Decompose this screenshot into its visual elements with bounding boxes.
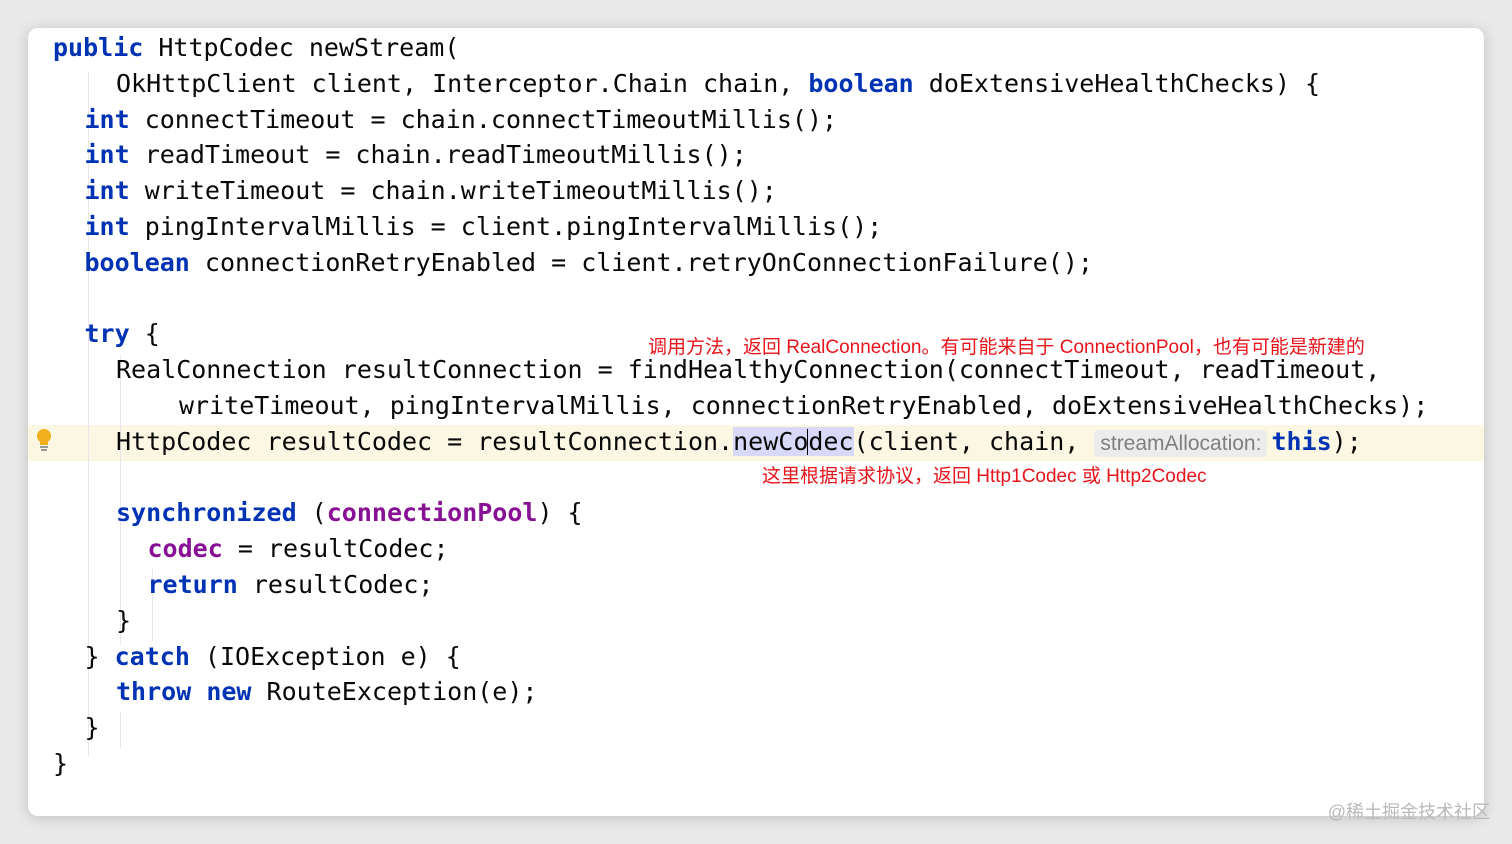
code-token: ) {: [537, 498, 583, 528]
keyword-token: this: [1271, 426, 1332, 456]
selected-token: newCo: [733, 426, 809, 456]
code-window: public HttpCodec newStream(OkHttpClient …: [28, 28, 1484, 816]
code-token: [191, 677, 206, 706]
code-token: );: [1331, 426, 1362, 456]
code-token: connectionRetryEnabled = client.retryOnC…: [189, 247, 1093, 277]
keyword-token: int: [84, 212, 130, 241]
field-token: codec: [147, 534, 223, 564]
code-line[interactable]: public HttpCodec newStream(: [53, 30, 459, 66]
code-line[interactable]: return resultCodec;: [148, 567, 434, 603]
code-token: (IOException e) {: [189, 641, 461, 671]
code-line[interactable]: }: [53, 746, 68, 782]
code-line[interactable]: OkHttpClient client, Interceptor.Chain c…: [116, 66, 1320, 102]
keyword-token: throw: [116, 677, 192, 707]
keyword-token: try: [84, 319, 130, 349]
keyword-token: synchronized: [116, 498, 297, 528]
code-token: (client, chain,: [853, 426, 1095, 456]
indent-guide: [120, 712, 121, 748]
code-token: resultCodec;: [237, 570, 434, 599]
code-token: }: [84, 713, 100, 743]
keyword-token: int: [84, 140, 130, 170]
keyword-token: catch: [114, 641, 190, 671]
selected-token: dec: [808, 426, 854, 456]
watermark: @稀土掘金技术社区: [1327, 802, 1490, 822]
code-line[interactable]: writeTimeout, pingIntervalMillis, connec…: [179, 388, 1428, 424]
keyword-token: new: [206, 677, 252, 707]
code-token: RealConnection resultConnection = findHe…: [116, 355, 1381, 385]
field-token: connectionPool: [326, 498, 538, 528]
code-editor[interactable]: public HttpCodec newStream(OkHttpClient …: [28, 28, 1484, 816]
code-line[interactable]: int readTimeout = chain.readTimeoutMilli…: [85, 137, 747, 173]
code-line[interactable]: HttpCodec resultCodec = resultConnection…: [116, 424, 1362, 460]
code-line[interactable]: RealConnection resultConnection = findHe…: [116, 352, 1380, 388]
code-token: pingIntervalMillis = client.pingInterval…: [129, 212, 883, 241]
keyword-token: boolean: [84, 247, 190, 277]
code-line[interactable]: } catch (IOException e) {: [85, 639, 461, 675]
code-token: {: [129, 319, 160, 349]
code-token: OkHttpClient client, Interceptor.Chain c…: [116, 68, 809, 98]
code-token: readTimeout = chain.readTimeoutMillis();: [129, 140, 747, 170]
code-line[interactable]: throw new RouteException(e);: [116, 674, 537, 710]
code-line[interactable]: int writeTimeout = chain.writeTimeoutMil…: [85, 173, 777, 209]
annotation-codec: 这里根据请求协议，返回 Http1Codec 或 Http2Codec: [762, 466, 1207, 487]
code-token: RouteException(e);: [251, 677, 538, 707]
indent-guide: [120, 355, 121, 645]
code-token: writeTimeout = chain.writeTimeoutMillis(…: [129, 176, 777, 206]
code-line[interactable]: int connectTimeout = chain.connectTimeou…: [85, 102, 838, 138]
code-token: HttpCodec resultCodec = resultConnection…: [116, 426, 734, 456]
keyword-token: int: [84, 176, 130, 206]
keyword-token: int: [84, 104, 130, 134]
code-line[interactable]: }: [85, 710, 100, 746]
code-token: writeTimeout, pingIntervalMillis, connec…: [179, 391, 1429, 420]
code-line[interactable]: boolean connectionRetryEnabled = client.…: [85, 245, 1093, 281]
annotation-realconnection: 调用方法，返回 RealConnection。有可能来自于 Connection…: [648, 337, 1365, 358]
code-line[interactable]: synchronized (connectionPool) {: [116, 495, 583, 531]
code-token: (: [296, 498, 327, 528]
indent-guide: [152, 569, 153, 641]
parameter-hint: streamAllocation:: [1094, 429, 1268, 457]
keyword-token: boolean: [808, 68, 914, 98]
code-token: }: [116, 605, 132, 635]
code-line[interactable]: }: [116, 603, 131, 639]
code-token: }: [84, 641, 115, 671]
code-token: connectTimeout = chain.connectTimeoutMil…: [129, 104, 838, 134]
code-token: }: [53, 749, 69, 778]
keyword-token: public: [53, 33, 144, 62]
code-token: doExtensiveHealthChecks) {: [913, 68, 1321, 98]
keyword-token: return: [147, 570, 238, 599]
code-line[interactable]: try {: [85, 316, 160, 352]
code-token: = resultCodec;: [222, 534, 449, 564]
indent-guide: [88, 72, 89, 756]
code-token: HttpCodec newStream(: [143, 33, 460, 62]
code-line[interactable]: codec = resultCodec;: [148, 531, 449, 567]
lightbulb-icon[interactable]: [36, 428, 52, 452]
code-line[interactable]: int pingIntervalMillis = client.pingInte…: [85, 209, 883, 245]
